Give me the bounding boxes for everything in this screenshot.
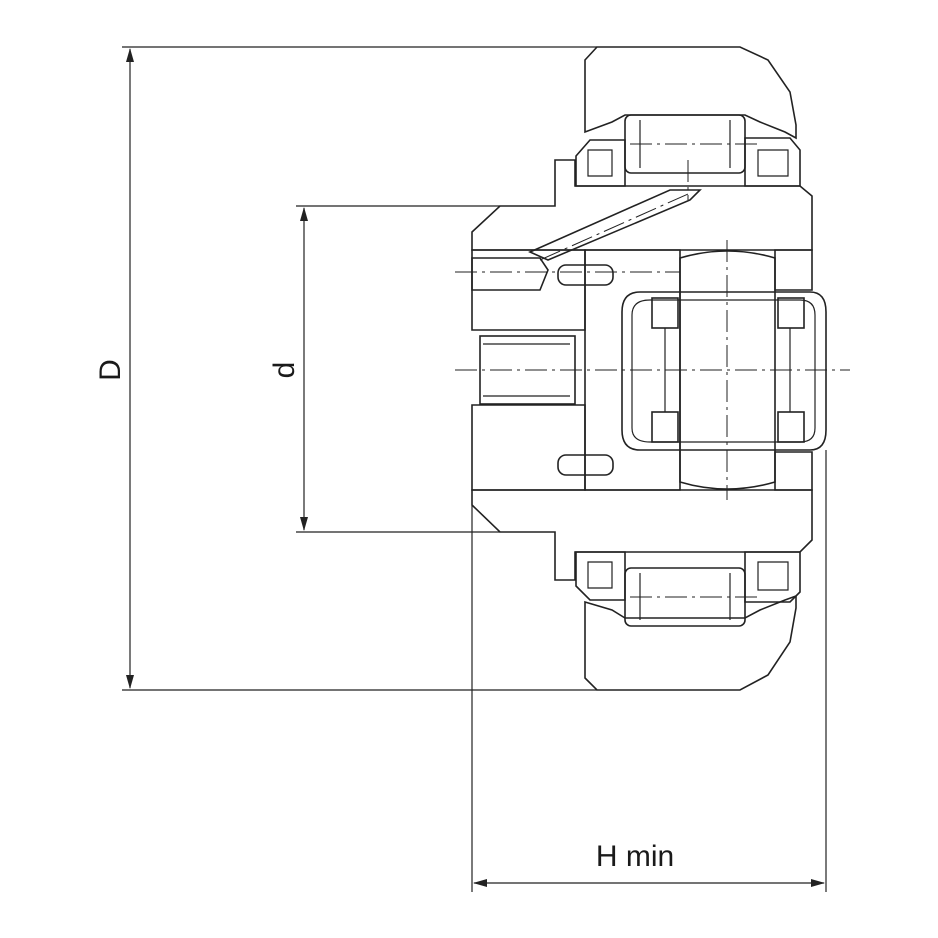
dimension-D: D <box>94 46 597 691</box>
dimension-label-D: D <box>94 359 127 381</box>
retainer-bracket <box>621 291 827 451</box>
bottom-seals <box>575 551 801 603</box>
top-seals <box>575 137 801 187</box>
central-roller <box>679 240 776 500</box>
dimension-label-d: d <box>268 362 301 379</box>
dimension-d: d <box>268 205 500 533</box>
top-needle-roller <box>624 114 760 174</box>
lube-channel <box>455 160 702 291</box>
pins <box>557 264 614 476</box>
outer-ring <box>584 46 797 691</box>
dimension-H-min: H min <box>471 450 827 892</box>
dimension-label-H-min: H min <box>596 840 674 873</box>
